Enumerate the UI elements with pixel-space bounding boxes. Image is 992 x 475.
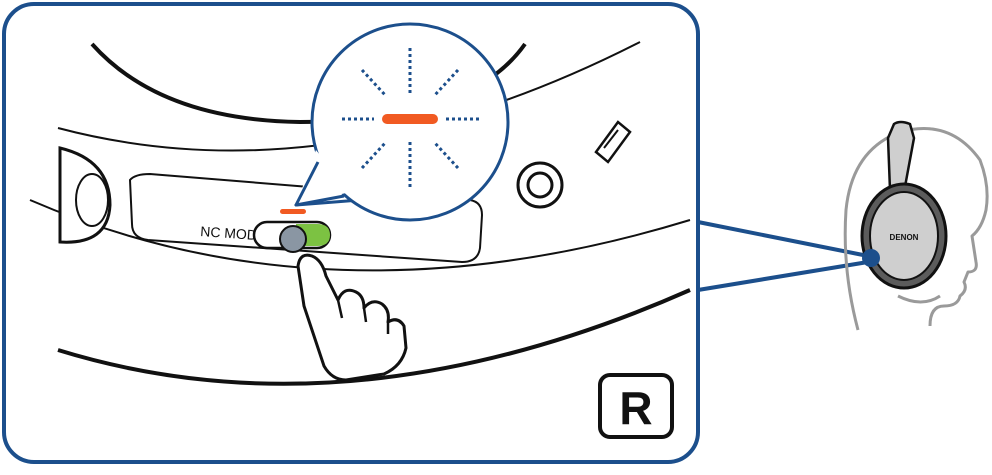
- headband: [886, 120, 916, 194]
- nc-mode-label: NC MODE: [200, 223, 267, 244]
- detail-panel: NC MODE: [2, 2, 700, 464]
- indicator-zoom-callout: [294, 22, 510, 222]
- jaw-line: [897, 294, 941, 304]
- brand-logo: DENON: [890, 233, 919, 242]
- switch-knob[interactable]: [279, 225, 307, 253]
- left-knob-rim: [75, 173, 109, 227]
- housing-lower-contour: [29, 199, 691, 272]
- zoom-connector-lines: [697, 220, 869, 292]
- housing-bottom-edge: [57, 288, 691, 386]
- right-side-badge-icon: R: [598, 373, 674, 439]
- usb-port-icon: [594, 120, 632, 164]
- led-light-icon: [382, 114, 438, 124]
- nc-mode-switch[interactable]: [252, 220, 332, 253]
- head-outline: [843, 127, 989, 331]
- blink-rays: [342, 48, 480, 190]
- ear-cup-plate: [869, 191, 939, 281]
- callout-anchor-dot: [862, 249, 880, 267]
- hand-pointer-icon: [296, 253, 408, 382]
- left-knob: [58, 146, 112, 244]
- head-with-headphones: DENON: [843, 120, 989, 331]
- indicator-led: [280, 209, 306, 214]
- audio-jack-icon: [516, 161, 564, 209]
- side-badge-label: R: [619, 382, 652, 434]
